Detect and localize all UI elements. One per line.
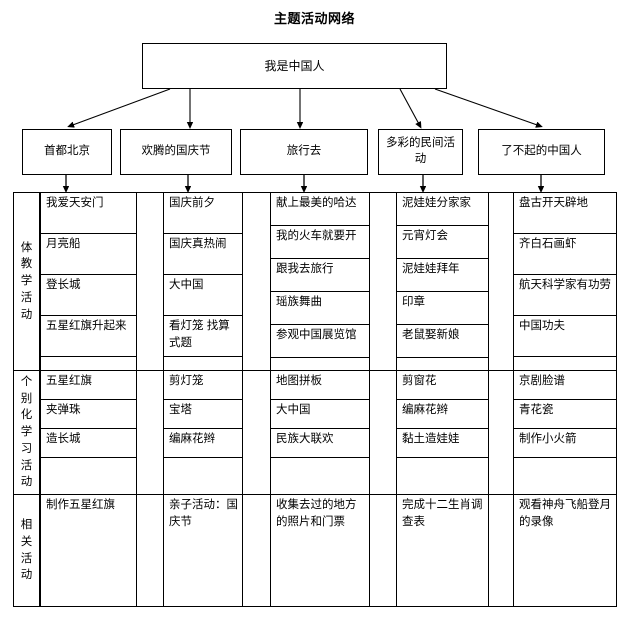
branch-node-5[interactable]: 了不起的中国人 [478, 129, 605, 175]
matrix-cellgroup-r1c4: 泥娃娃分家家元宵灯会泥娃娃拜年印章老鼠娶新娘 [396, 193, 489, 370]
matrix-cell[interactable]: 剪窗花 [397, 371, 488, 400]
matrix-cell[interactable]: 观看神舟飞船登月的录像 [519, 499, 611, 528]
matrix-cell[interactable]: 造长城 [41, 429, 136, 458]
matrix-cell[interactable]: 老鼠娶新娘 [397, 325, 488, 358]
matrix-cell[interactable]: 编麻花辫 [164, 429, 242, 458]
matrix-cell[interactable]: 青花瓷 [514, 400, 616, 429]
matrix-row-3: 相关活动 制作五星红旗 亲子活动：国庆节 收集去过的地方的照片和门票 完成十二生… [14, 495, 617, 606]
matrix-cell[interactable]: 收集去过的地方的照片和门票 [276, 499, 357, 528]
edge-root-to-branch-1 [67, 88, 171, 128]
matrix-cell-empty [164, 458, 242, 495]
matrix-cell[interactable]: 我爱天安门 [41, 193, 136, 234]
matrix-cell[interactable]: 元宵灯会 [397, 226, 488, 259]
matrix-cell[interactable]: 泥娃娃拜年 [397, 259, 488, 292]
matrix-cell[interactable]: 制作小火箭 [514, 429, 616, 458]
matrix-cell-empty [514, 357, 616, 371]
branch-node-5-label: 了不起的中国人 [501, 145, 582, 158]
matrix-cellgroup-r1c3: 献上最美的哈达我的火车就要开跟我去旅行瑶族舞曲参观中国展览馆 [270, 193, 370, 370]
matrix-cell-empty [397, 458, 488, 495]
matrix-cellgroup-r2c3: 地图拼板大中国民族大联欢 [270, 371, 370, 494]
matrix-cell[interactable]: 月亮船 [41, 234, 136, 275]
matrix-cell[interactable]: 五星红旗 [41, 371, 136, 400]
matrix-cellgroup-r3c3: 收集去过的地方的照片和门票 [270, 495, 370, 606]
page-title: 主题活动网络 [273, 12, 355, 27]
matrix-cell-empty [271, 458, 369, 495]
matrix-cellgroup-r1c5: 盘古开天辟地齐白石画虾航天科学家有功劳中国功夫 [513, 193, 617, 370]
matrix-cellgroup-r3c1: 制作五星红旗 [40, 495, 137, 606]
matrix-cell[interactable]: 夹弹珠 [41, 400, 136, 429]
matrix-cell[interactable]: 剪灯笼 [164, 371, 242, 400]
matrix-cell[interactable]: 齐白石画虾 [514, 234, 616, 275]
matrix-cell[interactable]: 制作五星红旗 [46, 499, 115, 511]
matrix-cell[interactable]: 民族大联欢 [271, 429, 369, 458]
matrix-cell[interactable]: 国庆前夕 [164, 193, 242, 234]
matrix-cell[interactable]: 瑶族舞曲 [271, 292, 369, 325]
matrix-cell[interactable]: 完成十二生肖调查表 [402, 499, 483, 528]
branch-node-3-label: 旅行去 [286, 145, 322, 158]
branch-node-1[interactable]: 首都北京 [22, 129, 112, 175]
branch-node-4-label: 多彩的民间活动 [386, 137, 455, 165]
root-node[interactable]: 我是中国人 [142, 43, 447, 89]
matrix-row-1: 体教学活动 我爱天安门月亮船登长城五星红旗升起来 国庆前夕国庆真热闹大中国看灯笼… [14, 193, 617, 371]
matrix-cell-empty [164, 357, 242, 371]
matrix-cell[interactable]: 地图拼板 [271, 371, 369, 400]
matrix-cell-empty [41, 357, 136, 371]
matrix-cell[interactable]: 看灯笼 找算式题 [164, 316, 242, 357]
matrix-cell[interactable]: 盘古开天辟地 [514, 193, 616, 234]
matrix-cellgroup-r2c2: 剪灯笼宝塔编麻花辫 [163, 371, 243, 494]
matrix-cell-empty [41, 458, 136, 495]
matrix-cellgroup-r2c4: 剪窗花编麻花辫黏土造娃娃 [396, 371, 489, 494]
edge-root-to-branch-5 [434, 88, 543, 128]
matrix-cellgroup-r1c1: 我爱天安门月亮船登长城五星红旗升起来 [40, 193, 137, 370]
matrix-cell[interactable]: 参观中国展览馆 [271, 325, 369, 358]
branch-node-4[interactable]: 多彩的民间活动 [378, 129, 463, 175]
matrix-cellgroup-r2c1: 五星红旗夹弹珠造长城 [40, 371, 137, 494]
matrix-cellgroup-r3c2: 亲子活动：国庆节 [163, 495, 243, 606]
matrix-cell[interactable]: 国庆真热闹 [164, 234, 242, 275]
branch-node-3[interactable]: 旅行去 [240, 129, 368, 175]
matrix-cell-empty [271, 358, 369, 371]
matrix-cellgroup-r1c2: 国庆前夕国庆真热闹大中国看灯笼 找算式题 [163, 193, 243, 370]
matrix-cellgroup-r3c5: 观看神舟飞船登月的录像 [513, 495, 617, 606]
matrix-cell-empty [514, 458, 616, 495]
matrix-cell[interactable]: 登长城 [41, 275, 136, 316]
matrix-cell[interactable]: 泥娃娃分家家 [397, 193, 488, 226]
row-label-3: 相关活动 [14, 495, 40, 606]
matrix-cell[interactable]: 黏土造娃娃 [397, 429, 488, 458]
matrix-cell[interactable]: 大中国 [164, 275, 242, 316]
matrix-cell[interactable]: 宝塔 [164, 400, 242, 429]
matrix-cell[interactable]: 航天科学家有功劳 [514, 275, 616, 316]
branch-node-2-label: 欢腾的国庆节 [141, 145, 211, 158]
branch-node-1-label: 首都北京 [44, 145, 90, 158]
matrix-row-2: 个别化学习活动 五星红旗夹弹珠造长城 剪灯笼宝塔编麻花辫 地图拼板大中国民族大联… [14, 371, 617, 495]
matrix-cellgroup-r2c5: 京剧脸谱青花瓷制作小火箭 [513, 371, 617, 494]
branch-node-2[interactable]: 欢腾的国庆节 [120, 129, 232, 175]
edge-root-to-branch-4 [399, 88, 422, 129]
row-label-1: 体教学活动 [14, 193, 40, 370]
activity-matrix: 体教学活动 我爱天安门月亮船登长城五星红旗升起来 国庆前夕国庆真热闹大中国看灯笼… [13, 192, 617, 607]
matrix-cell[interactable]: 大中国 [271, 400, 369, 429]
matrix-cell[interactable]: 京剧脸谱 [514, 371, 616, 400]
matrix-cell[interactable]: 五星红旗升起来 [41, 316, 136, 357]
matrix-cell-empty [397, 358, 488, 371]
matrix-cell[interactable]: 亲子活动：国庆节 [169, 499, 238, 528]
matrix-cell[interactable]: 献上最美的哈达 [271, 193, 369, 226]
matrix-cell[interactable]: 印章 [397, 292, 488, 325]
matrix-cell[interactable]: 编麻花辫 [397, 400, 488, 429]
root-node-label: 我是中国人 [264, 58, 325, 73]
matrix-cell[interactable]: 我的火车就要开 [271, 226, 369, 259]
matrix-cell[interactable]: 中国功夫 [514, 316, 616, 357]
row-label-2: 个别化学习活动 [14, 371, 40, 494]
matrix-cellgroup-r3c4: 完成十二生肖调查表 [396, 495, 489, 606]
matrix-cell[interactable]: 跟我去旅行 [271, 259, 369, 292]
